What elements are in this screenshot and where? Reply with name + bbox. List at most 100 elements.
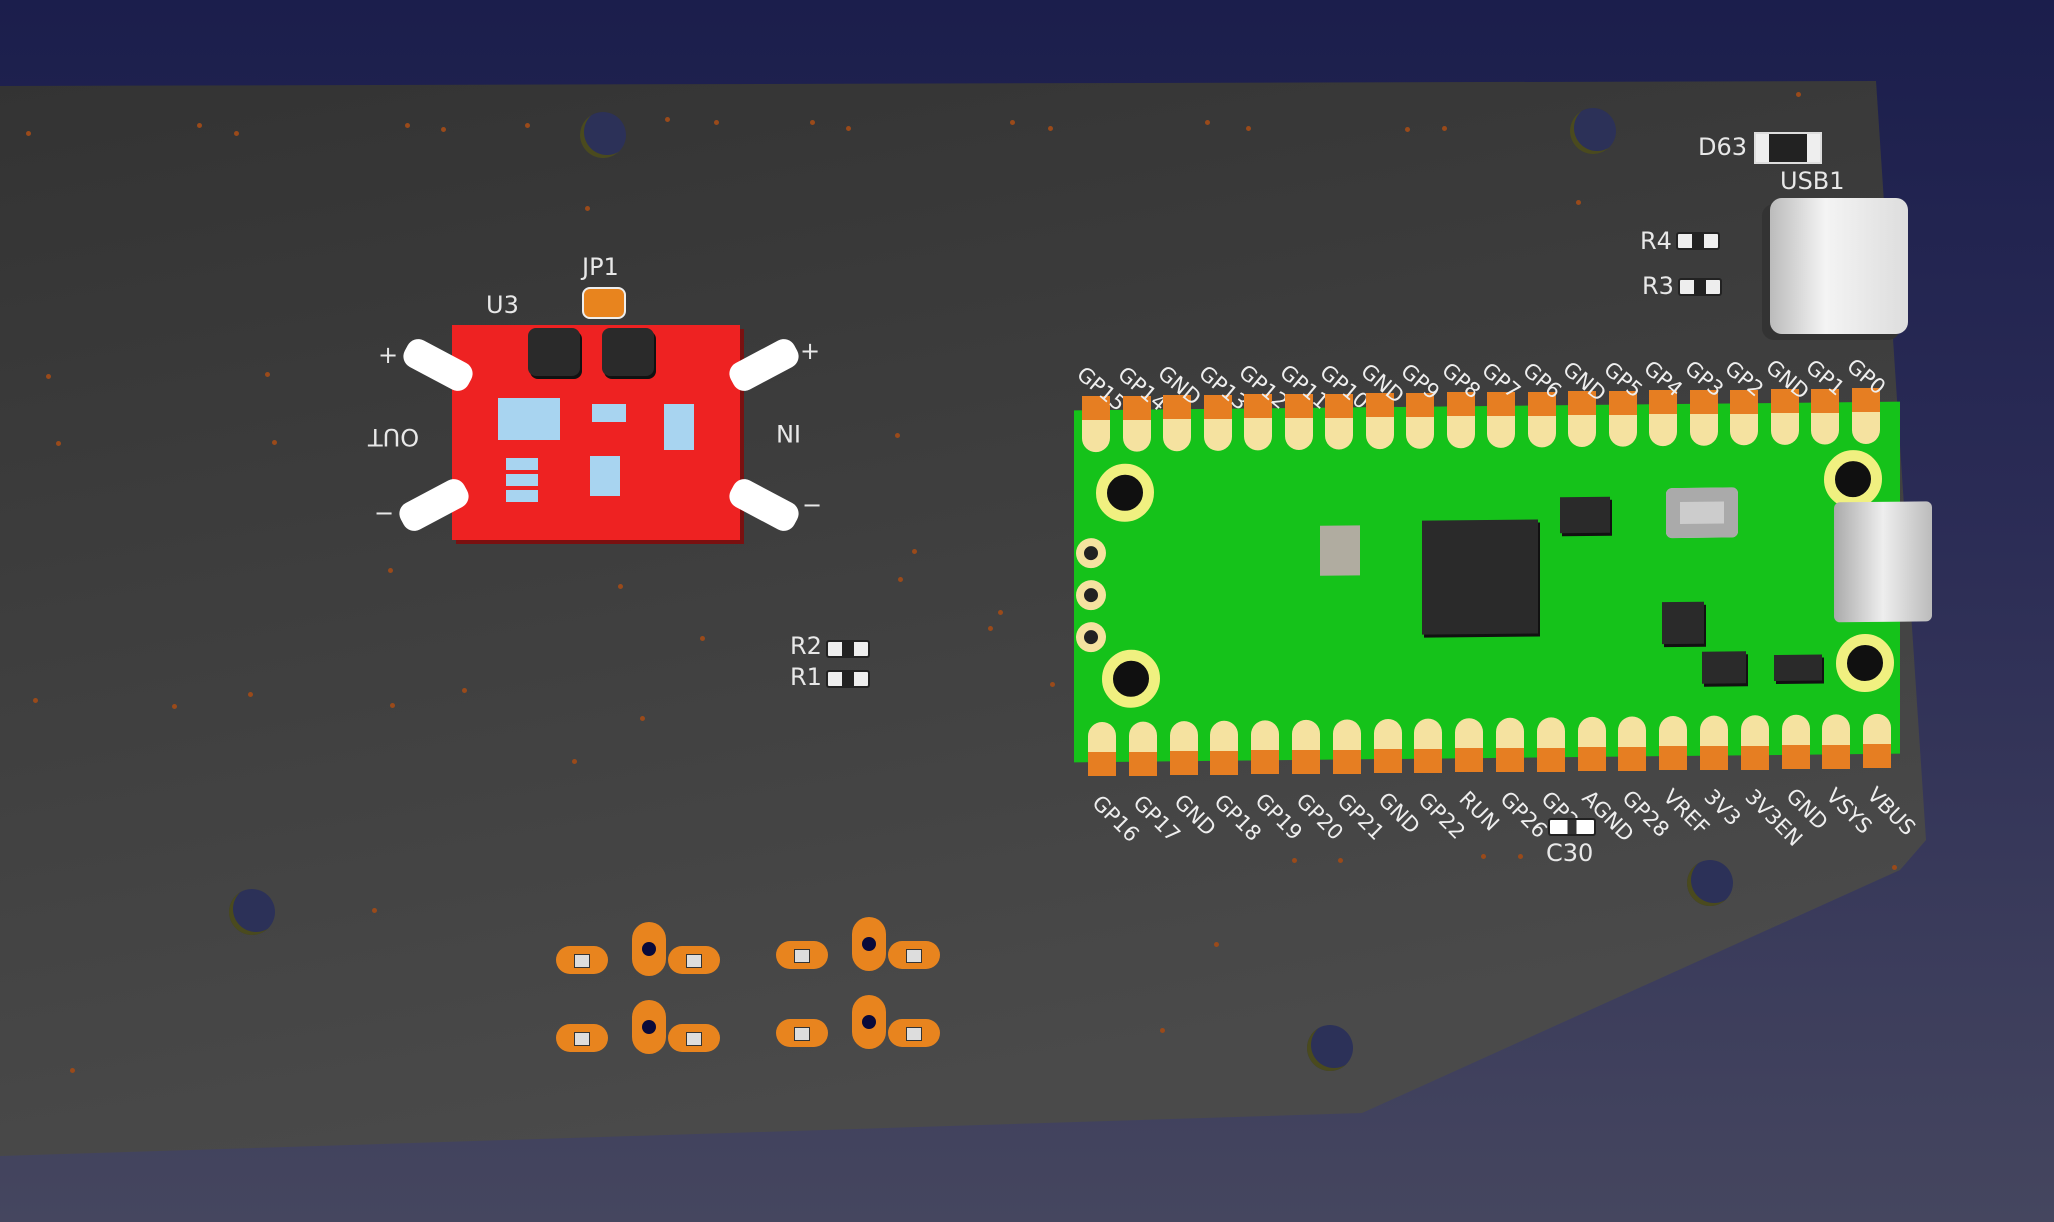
pin-header-top bbox=[1527, 391, 1556, 416]
via bbox=[1292, 858, 1297, 863]
via bbox=[1481, 854, 1486, 859]
r1-label: R1 bbox=[790, 663, 822, 691]
pin-header-top bbox=[1082, 396, 1110, 420]
flash-chip bbox=[1560, 496, 1610, 534]
pin-header-bottom bbox=[1251, 750, 1280, 775]
switch-pin[interactable] bbox=[632, 922, 666, 976]
switch-pin[interactable] bbox=[632, 1000, 666, 1054]
pin-header-top bbox=[1568, 391, 1596, 416]
via bbox=[525, 123, 530, 128]
jp1-label: JP1 bbox=[582, 253, 619, 281]
switch-pad[interactable] bbox=[668, 946, 720, 974]
switch-pad[interactable] bbox=[556, 946, 608, 974]
switch-pin[interactable] bbox=[852, 917, 886, 971]
via bbox=[1010, 120, 1015, 125]
r2-resistor[interactable] bbox=[826, 640, 870, 658]
via bbox=[1048, 126, 1053, 131]
debug-pin bbox=[1076, 579, 1106, 611]
out-plus-label: + bbox=[378, 341, 399, 369]
pin-header-bottom bbox=[1292, 750, 1320, 774]
smd-part bbox=[664, 404, 694, 450]
switch-pad[interactable] bbox=[888, 1019, 940, 1047]
d63-diode[interactable] bbox=[1754, 132, 1822, 164]
via bbox=[46, 374, 51, 379]
pin-header-top bbox=[1122, 395, 1151, 420]
pin-header-top bbox=[1851, 388, 1880, 413]
regulator bbox=[1774, 654, 1822, 681]
usb-c-connector[interactable] bbox=[1770, 198, 1908, 334]
switch-pin[interactable] bbox=[852, 995, 886, 1049]
switch-pad[interactable] bbox=[776, 1019, 828, 1047]
pin-header-bottom bbox=[1455, 748, 1484, 773]
flash-crystal bbox=[1320, 525, 1360, 576]
pin-header-top bbox=[1325, 393, 1353, 418]
pin-header-bottom bbox=[1659, 746, 1688, 771]
in-label: IN bbox=[776, 419, 802, 447]
via bbox=[810, 120, 815, 125]
via bbox=[70, 1068, 75, 1073]
switch-pad[interactable] bbox=[556, 1024, 608, 1052]
via bbox=[572, 759, 577, 764]
c30-label: C30 bbox=[1546, 839, 1594, 867]
c30-capacitor[interactable] bbox=[1548, 818, 1596, 836]
pin-header-top bbox=[1649, 390, 1677, 415]
smd-part bbox=[590, 456, 620, 496]
pin-header-bottom bbox=[1088, 752, 1116, 776]
micro-usb-port[interactable] bbox=[1834, 501, 1932, 623]
inductor bbox=[602, 328, 654, 376]
pin-header-top bbox=[1608, 390, 1637, 415]
d63-label: D63 bbox=[1698, 133, 1748, 161]
via bbox=[1050, 682, 1055, 687]
usb1-label: USB1 bbox=[1780, 167, 1845, 195]
mounting-hole bbox=[580, 112, 626, 158]
via bbox=[1576, 200, 1581, 205]
pin-header-bottom bbox=[1822, 744, 1851, 769]
pin-header-bottom bbox=[1781, 745, 1810, 770]
via bbox=[1518, 854, 1523, 859]
raspberry-pi-pico[interactable] bbox=[1074, 401, 1932, 763]
pin-header-bottom bbox=[1700, 746, 1728, 770]
pin-header-top bbox=[1811, 388, 1839, 413]
via bbox=[248, 692, 253, 697]
switch-pad[interactable] bbox=[776, 941, 828, 969]
pin-header-top bbox=[1244, 394, 1272, 419]
via bbox=[197, 123, 202, 128]
u3-label: U3 bbox=[486, 291, 519, 319]
r3-label: R3 bbox=[1642, 272, 1674, 300]
via bbox=[33, 698, 38, 703]
pin-header-bottom bbox=[1863, 744, 1892, 769]
pin-header-bottom bbox=[1128, 751, 1157, 776]
r4-resistor[interactable] bbox=[1676, 232, 1720, 250]
debug-pin bbox=[1076, 537, 1106, 569]
via bbox=[1160, 1028, 1165, 1033]
pin-header-bottom bbox=[1496, 748, 1524, 772]
out-label: OUT bbox=[368, 423, 420, 451]
r1-resistor[interactable] bbox=[826, 670, 870, 688]
switch-pad[interactable] bbox=[888, 941, 940, 969]
r3-resistor[interactable] bbox=[1678, 278, 1722, 296]
via bbox=[1338, 858, 1343, 863]
switch-pad[interactable] bbox=[668, 1024, 720, 1052]
smd-part bbox=[592, 404, 626, 422]
pin-header-bottom bbox=[1210, 750, 1239, 775]
via bbox=[1405, 127, 1410, 132]
mounting-hole bbox=[1687, 860, 1733, 906]
via bbox=[998, 610, 1003, 615]
mounting-hole bbox=[229, 889, 275, 935]
via bbox=[388, 568, 393, 573]
via bbox=[1246, 126, 1251, 131]
pin-header-top bbox=[1406, 392, 1434, 417]
mounting-hole bbox=[1570, 108, 1616, 154]
inductor bbox=[528, 328, 580, 376]
via bbox=[665, 117, 670, 122]
regulator bbox=[1702, 651, 1746, 684]
via bbox=[56, 441, 61, 446]
via bbox=[988, 626, 993, 631]
via bbox=[585, 206, 590, 211]
rp2040-chip bbox=[1422, 519, 1538, 635]
via bbox=[1214, 942, 1219, 947]
jp1-jumper[interactable] bbox=[582, 287, 626, 319]
bootsel-button[interactable] bbox=[1666, 487, 1738, 539]
r4-label: R4 bbox=[1640, 227, 1672, 255]
in-minus-label: − bbox=[802, 491, 823, 519]
